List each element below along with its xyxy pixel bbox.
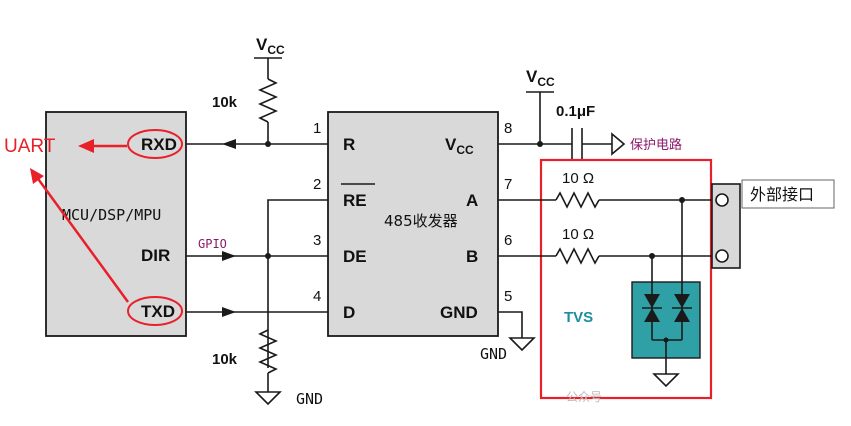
uart-label: UART: [4, 136, 56, 157]
transceiver-block: [327, 111, 499, 337]
dir-junction: [265, 253, 271, 259]
uart-arrow-head: [78, 139, 94, 153]
gnd-label-left: GND: [296, 390, 323, 408]
gnd-pin-wire: [498, 311, 523, 338]
gnd-symbol-mid: [508, 337, 536, 352]
protection-label: 保护电路: [630, 137, 682, 153]
mcu-title: MCU/DSP/MPU: [62, 206, 161, 224]
connector-terminal-a: [715, 193, 729, 207]
tvs-diode-b-top: [644, 294, 660, 308]
pin-number-2: 2: [313, 176, 321, 193]
rxd-direction-arrow: [222, 139, 236, 149]
gnd-symbol-tvs: [652, 373, 680, 388]
transceiver-title: 485收发器: [384, 212, 458, 230]
capacitor-value: 0.1μF: [556, 103, 595, 120]
tvs-diode-b-bottom: [644, 308, 660, 322]
resistor-a: [555, 191, 600, 209]
txd-highlight-circle: [127, 296, 183, 326]
resistor-b-value: 10 Ω: [562, 226, 594, 243]
mcu-pin-dir: DIR: [141, 246, 170, 265]
pulldown-resistor: [258, 329, 278, 374]
resistor-a-value: 10 Ω: [562, 170, 594, 187]
pin-de: DE: [343, 247, 367, 266]
dir-direction-arrow: [222, 251, 236, 261]
pin-number-4: 4: [313, 288, 321, 305]
gnd-symbol-left: [254, 391, 282, 406]
pulldown-value: 10k: [212, 351, 238, 368]
pin-number-1: 1: [313, 120, 321, 137]
pullup-resistor: [258, 78, 278, 123]
pin-number-7: 7: [504, 176, 512, 193]
txd-arrow-line: [34, 175, 130, 303]
gpio-label: GPIO: [198, 237, 227, 251]
txd-arrow-head: [30, 168, 44, 184]
pin-a: A: [466, 191, 478, 210]
vcc-label-cap: VCC: [526, 67, 555, 89]
pin-number-5: 5: [504, 288, 512, 305]
pin-r: R: [343, 135, 355, 154]
re-de-tie-wire: [267, 199, 328, 368]
pin-vcc: VCC: [445, 135, 474, 157]
mcu-pin-rxd: RXD: [141, 135, 177, 154]
gnd-label-mid: GND: [480, 345, 507, 363]
pin-number-3: 3: [313, 232, 321, 249]
rxd-highlight-circle: [127, 129, 183, 159]
pin-re: RE: [343, 191, 367, 210]
pin-d: D: [343, 303, 355, 322]
resistor-b: [555, 247, 600, 265]
txd-direction-arrow: [222, 307, 236, 317]
external-interface-label: 外部接口: [750, 185, 814, 204]
connector-terminal-b: [715, 249, 729, 263]
mcu-pin-txd: TXD: [141, 302, 175, 321]
pin-number-6: 6: [504, 232, 512, 249]
tvs-diode-a-top: [674, 294, 690, 308]
mcu-block: [45, 111, 187, 337]
tvs-label: TVS: [564, 309, 593, 326]
pin-number-8: 8: [504, 120, 512, 137]
external-label-box: [741, 179, 835, 209]
vcc-label-top: VCC: [256, 35, 285, 57]
tvs-diode-a-bottom: [674, 308, 690, 322]
cap-ground-symbol: [611, 132, 626, 156]
pullup-value: 10k: [212, 94, 238, 111]
pin-gnd: GND: [440, 303, 478, 322]
pin-b: B: [466, 247, 478, 266]
watermark: 公众号: [566, 390, 602, 404]
protection-circuit-box: [539, 158, 713, 400]
